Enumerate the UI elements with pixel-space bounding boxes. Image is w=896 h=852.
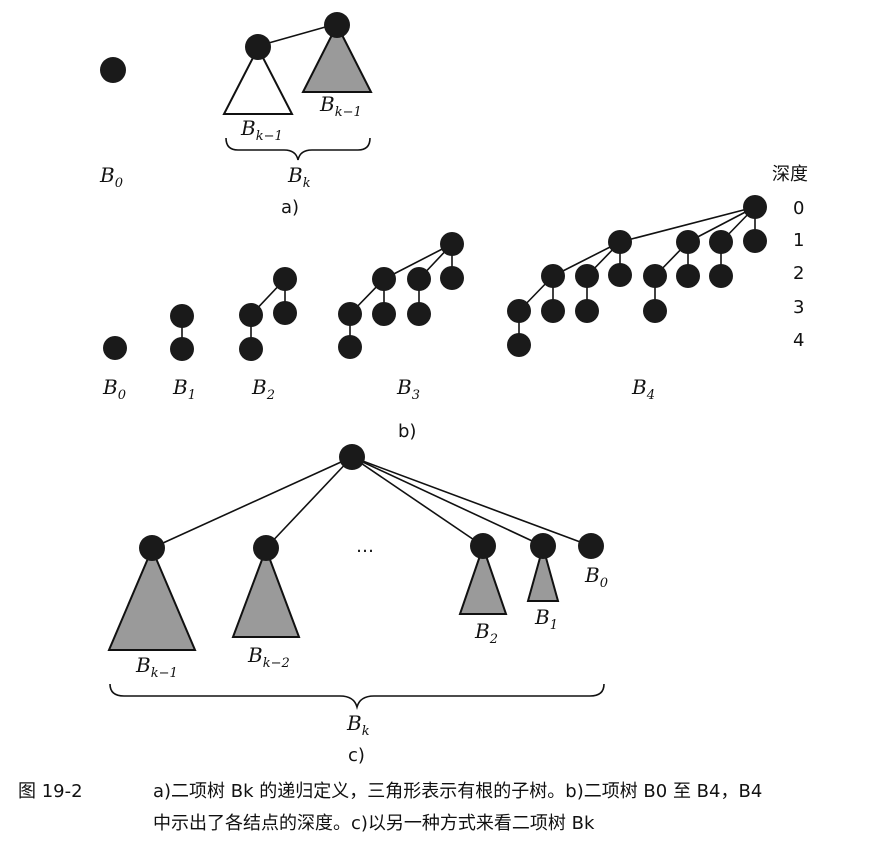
root-node: [339, 444, 365, 470]
depth-4: 4: [793, 330, 804, 351]
part-c-caption: c): [348, 745, 365, 766]
tree-node: [676, 230, 700, 254]
tree-node: [575, 264, 599, 288]
depth-1: 1: [793, 230, 804, 251]
right-subtree-label: Bk−1: [319, 92, 362, 120]
part-c-brace-label: Bk: [346, 711, 370, 739]
tree-edge: [351, 456, 544, 547]
tree-label-b2: B2: [251, 375, 275, 403]
tree-node: [407, 267, 431, 291]
subtree-label-b0: B0: [584, 563, 608, 591]
tree-node: [239, 303, 263, 327]
part-c: … Bk−1 Bk−2 B2 B1 B0 Bk c): [107, 444, 608, 766]
part-a: B0 Bk−1 Bk−1 Bk a): [99, 12, 373, 218]
caption-text-1: a)二项树 Bk 的递归定义，三角形表示有根的子树。b)二项树 B0 至 B4，…: [153, 781, 763, 802]
tree-node: [273, 267, 297, 291]
tree-node: [440, 232, 464, 256]
tree-edge: [151, 456, 353, 549]
tree-label-b4: B4: [631, 375, 655, 403]
tree-label-b3: B3: [396, 375, 420, 403]
tree-node: [541, 299, 565, 323]
subtree-label-b2: B2: [474, 619, 498, 647]
tree-edge: [619, 206, 756, 243]
subtree-triangle-bk-1: [107, 546, 197, 651]
depth-2: 2: [793, 263, 804, 284]
left-subtree-triangle: [222, 45, 294, 115]
depth-title: 深度: [772, 164, 808, 185]
tree-edge: [351, 456, 484, 547]
tree-node: [709, 230, 733, 254]
tree-b2: [239, 267, 297, 361]
b0-label: B0: [99, 163, 123, 191]
left-subtree-label: Bk−1: [240, 116, 283, 144]
tree-node: [372, 302, 396, 326]
tree-node: [338, 302, 362, 326]
part-a-caption: a): [281, 197, 299, 218]
tree-b0: [103, 336, 127, 360]
tree-node: [743, 195, 767, 219]
tree-node: [372, 267, 396, 291]
tree-node: [643, 264, 667, 288]
tree-node: [103, 336, 127, 360]
tree-node: [170, 304, 194, 328]
tree-node: [541, 264, 565, 288]
tree-edge: [687, 206, 756, 243]
part-b: 深度 0 1 2 3 4: [102, 164, 808, 442]
part-a-brace: [225, 137, 371, 161]
figure-number: 图 19-2: [18, 781, 83, 802]
tree-node: [676, 264, 700, 288]
tree-node: [608, 263, 632, 287]
subtree-label-bk-1: Bk−1: [135, 653, 178, 681]
tree-node: [743, 229, 767, 253]
tree-edge: [265, 456, 353, 549]
tree-node: [273, 301, 297, 325]
tree-b1: [170, 304, 194, 361]
subtree-root-node: [253, 535, 279, 561]
tree-b3: [338, 232, 464, 359]
tree-node: [575, 299, 599, 323]
right-subtree-triangle: [301, 22, 373, 93]
part-c-brace: [109, 683, 605, 711]
part-b-caption: b): [398, 421, 416, 442]
tree-node: [440, 266, 464, 290]
subtree-triangle-b2: [458, 543, 508, 615]
caption-line-1: 图 19-2 a)二项树 Bk 的递归定义，三角形表示有根的子树。b)二项树 B0…: [18, 776, 888, 808]
part-a-brace-label: Bk: [287, 163, 311, 191]
tree-edge: [351, 456, 592, 547]
tree-node: [338, 335, 362, 359]
subtree-root-node: [578, 533, 604, 559]
tree-node: [407, 302, 431, 326]
tree-node: [239, 337, 263, 361]
subtree-triangle-b1: [526, 543, 560, 602]
subtree-label-bk-2: Bk−2: [247, 643, 290, 671]
tree-label-b0: B0: [102, 375, 126, 403]
subtree-root-node: [530, 533, 556, 559]
tree-node: [507, 299, 531, 323]
tree-node: [507, 333, 531, 357]
subtree-root-node: [470, 533, 496, 559]
figure-caption: 图 19-2 a)二项树 Bk 的递归定义，三角形表示有根的子树。b)二项树 B0…: [18, 776, 888, 840]
tree-edge: [383, 243, 453, 280]
tree-node: [709, 264, 733, 288]
depth-0: 0: [793, 198, 804, 219]
left-root-node: [245, 34, 271, 60]
subtree-triangle-bk-2: [231, 546, 301, 638]
tree-node: [608, 230, 632, 254]
caption-line-2: 中示出了各结点的深度。c)以另一种方式来看二项树 Bk: [153, 813, 595, 834]
subtree-label-b1: B1: [534, 605, 558, 633]
tree-label-b1: B1: [172, 375, 196, 403]
depth-3: 3: [793, 297, 804, 318]
tree-node: [170, 337, 194, 361]
root-link-edge: [257, 23, 337, 47]
right-root-node: [324, 12, 350, 38]
tree-node: [643, 299, 667, 323]
tree-b4: [507, 195, 767, 357]
tree-edge: [552, 241, 621, 277]
b0-node: [100, 57, 126, 83]
subtree-root-node: [139, 535, 165, 561]
ellipsis: …: [356, 536, 374, 557]
